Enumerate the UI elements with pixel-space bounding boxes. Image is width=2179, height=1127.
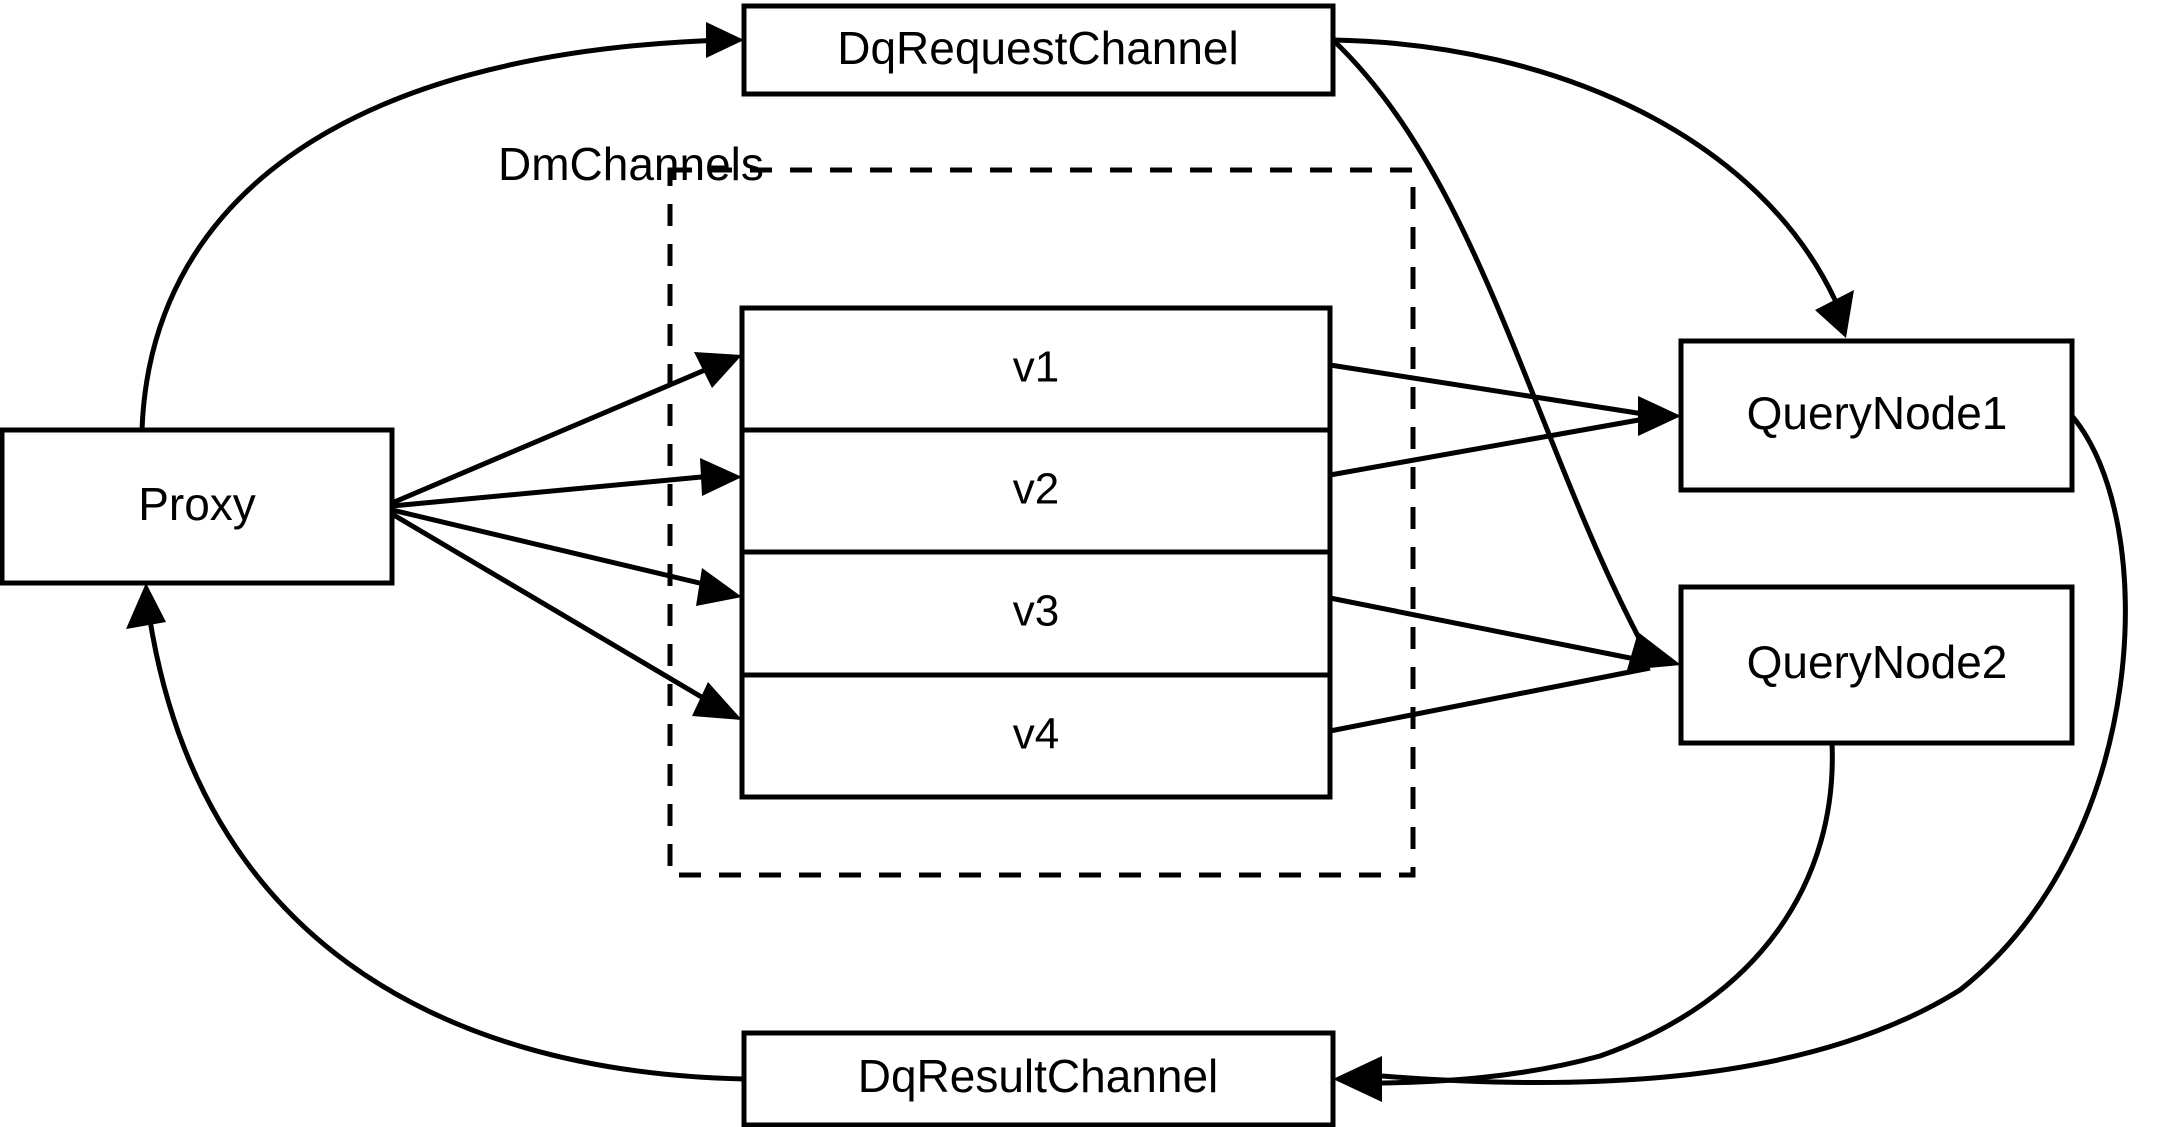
edge-proxy-to-dqrequest (139, 22, 744, 431)
arrowhead-proxy-bottom (126, 583, 166, 629)
edge-v4-to-querynode2 (1329, 665, 1651, 734)
edge-proxy-to-v2 (391, 458, 742, 509)
arrowhead-querynode1-left (1638, 396, 1681, 436)
edge-dqrequest-to-querynode1 (1332, 37, 1854, 338)
arrowhead-dqresult-right (1333, 1056, 1382, 1102)
node-query-node-1[interactable]: QueryNode1 (1678, 338, 2075, 493)
query-node-2-box[interactable] (1678, 584, 2075, 746)
arrowhead-v1 (694, 352, 742, 388)
node-dq-result-channel[interactable]: DqResultChannel (741, 1030, 1336, 1127)
dm-channels-border-overlay (667, 167, 1416, 878)
edge-querynode2-to-dqresult (1333, 742, 1835, 1102)
node-proxy[interactable]: Proxy (0, 427, 395, 586)
dm-channel-table: v1 v2 v3 v4 (739, 305, 1333, 800)
edge-v2-to-querynode1 (1329, 396, 1681, 478)
channel-row-v2-label: v2 (1013, 465, 1059, 514)
dq-request-channel-label: DqRequestChannel (837, 22, 1239, 74)
dq-result-channel-box[interactable] (741, 1030, 1336, 1127)
arrowhead-v3 (696, 568, 742, 606)
dq-request-channel-box[interactable] (741, 3, 1336, 97)
edge-querynode1-to-dqresult (1381, 414, 2128, 1086)
edge-proxy-to-v4 (390, 511, 742, 720)
channel-row-v4-label: v4 (1013, 710, 1059, 759)
channel-row-v3-label: v3 (1013, 587, 1059, 636)
query-node-1-box[interactable] (1678, 338, 2075, 493)
node-dq-request-channel[interactable]: DqRequestChannel (741, 3, 1336, 97)
arrowhead-v4 (692, 682, 742, 720)
proxy-label: Proxy (138, 478, 256, 530)
arrowhead-querynode2-left (1627, 632, 1681, 670)
edge-v1-to-querynode1 (1329, 362, 1651, 418)
edge-proxy-to-v3 (391, 507, 742, 606)
edge-proxy-to-v1 (391, 352, 742, 506)
channel-row-v1-label: v1 (1013, 343, 1059, 392)
arrowhead-querynode1-top (1815, 290, 1854, 338)
arrowhead-v2 (700, 458, 742, 496)
arrowhead-dqrequest-left (706, 22, 744, 58)
query-node-2-label: QueryNode2 (1747, 636, 2008, 688)
edge-dqresult-to-proxy (126, 583, 745, 1082)
dm-channels-label: DmChannels (498, 138, 764, 190)
query-node-1-label: QueryNode1 (1747, 387, 2008, 439)
node-query-node-2[interactable]: QueryNode2 (1678, 584, 2075, 746)
edge-v3-to-querynode2 (1329, 595, 1651, 665)
edge-dqrequest-to-querynode2 (1331, 38, 1681, 670)
dq-result-channel-label: DqResultChannel (858, 1050, 1219, 1102)
proxy-box[interactable] (0, 427, 395, 586)
